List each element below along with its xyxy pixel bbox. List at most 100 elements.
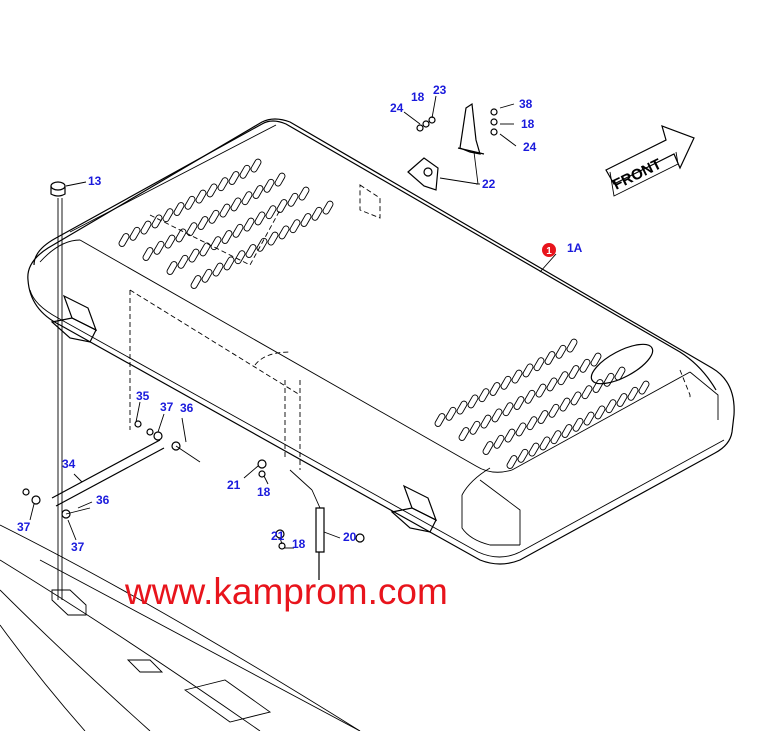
- vent-slot: [614, 366, 626, 381]
- vent-slot: [561, 424, 573, 438]
- vent-slot: [594, 405, 606, 420]
- vent-slot: [223, 256, 235, 271]
- vent-slot: [511, 369, 523, 384]
- vent-slot: [118, 233, 130, 247]
- vent-slot: [219, 203, 231, 218]
- floor-plate-small: [126, 659, 164, 673]
- floor-bracket: [51, 589, 87, 616]
- vent-slot: [572, 417, 584, 432]
- watermark-text: www.kamprom.com: [124, 571, 448, 612]
- vent-slot: [489, 382, 501, 396]
- roof-cover: [27, 118, 735, 565]
- callout-1A: 1A: [567, 241, 583, 255]
- callout-18-right: 18: [521, 117, 535, 131]
- vent-slot: [267, 231, 279, 246]
- vent-slot: [539, 436, 551, 451]
- vent-slot: [559, 397, 571, 412]
- vent-slot: [221, 230, 233, 244]
- vent-slot: [265, 205, 277, 220]
- floor-plate-large: [183, 679, 272, 723]
- callout-18-mid: 18: [257, 485, 271, 499]
- vent-slot: [274, 172, 286, 187]
- vent-slot: [256, 237, 268, 252]
- callout-35: 35: [136, 389, 150, 403]
- vent-slot: [212, 262, 224, 277]
- vent-slot: [491, 408, 503, 423]
- vent-slot: [175, 228, 187, 243]
- vent-slot: [570, 391, 582, 406]
- vent-slot: [482, 441, 494, 455]
- vent-slot: [513, 396, 525, 410]
- main-part-badge: 1: [542, 243, 556, 257]
- vent-slot: [550, 430, 562, 445]
- latch-assembly: [407, 102, 498, 191]
- vent-slot: [522, 363, 534, 378]
- vent-slot: [206, 183, 218, 198]
- vent-slot: [289, 219, 301, 234]
- vent-slot: [287, 192, 299, 207]
- vent-slot: [190, 275, 202, 289]
- vent-slot: [445, 406, 457, 421]
- vent-slot: [537, 410, 549, 424]
- vent-slot: [243, 217, 255, 232]
- vent-slot: [177, 254, 189, 269]
- badge-number: 1: [546, 246, 552, 257]
- vent-slot: [605, 399, 617, 414]
- callout-37-lower: 37: [71, 540, 85, 554]
- vent-slot: [311, 206, 323, 221]
- vent-slot: [250, 158, 262, 173]
- vent-slot: [217, 177, 229, 192]
- vent-slot: [533, 357, 545, 372]
- vent-slot: [603, 372, 615, 387]
- vent-slot: [458, 427, 470, 441]
- vent-slot: [210, 236, 222, 251]
- vent-slot: [548, 403, 560, 418]
- vent-slot: [627, 386, 639, 401]
- vent-slot: [228, 171, 240, 185]
- front-direction-arrow: FRONT: [605, 125, 695, 197]
- vent-slot: [140, 220, 152, 235]
- vent-slot: [524, 389, 536, 404]
- callout-21-upper: 21: [227, 478, 241, 492]
- vent-slot: [583, 411, 595, 426]
- vent-slot: [546, 377, 558, 392]
- vent-slot: [557, 371, 569, 386]
- callout-36-upper: 36: [180, 401, 194, 415]
- callout-38: 38: [519, 97, 533, 111]
- vent-slot: [590, 352, 602, 367]
- vent-slot: [581, 385, 593, 400]
- vent-slot: [592, 379, 604, 393]
- vent-slot: [555, 344, 567, 359]
- vent-slot: [164, 234, 176, 249]
- callout-34: 34: [62, 457, 76, 471]
- vent-slot: [166, 261, 178, 275]
- vent-slot: [568, 365, 580, 379]
- vent-slot: [526, 416, 538, 431]
- vent-slot: [278, 225, 290, 240]
- vent-slot: [276, 199, 288, 213]
- vent-slot: [616, 393, 628, 407]
- callout-18-top: 18: [411, 90, 425, 104]
- vent-slot: [234, 250, 246, 265]
- callout-20: 20: [343, 530, 357, 544]
- vent-slot: [469, 420, 481, 435]
- gas-spring-20: [289, 469, 365, 580]
- vent-slot: [467, 394, 479, 409]
- vent-slot: [195, 189, 207, 204]
- vent-slot: [579, 358, 591, 373]
- callout-21-lower: 21: [271, 529, 285, 543]
- vent-slot: [252, 185, 264, 199]
- vent-slots-front: [434, 338, 650, 469]
- vent-slot: [456, 400, 468, 415]
- vent-slot: [528, 442, 540, 457]
- callout-labels: 13 1A 24 18 23 38 18 24 22 35 37 36 34 3…: [17, 83, 583, 554]
- vent-slot: [197, 216, 209, 230]
- vent-slot: [480, 414, 492, 429]
- callout-24-right: 24: [523, 140, 537, 154]
- callout-36-lower: 36: [96, 493, 110, 507]
- vent-slot: [129, 226, 141, 241]
- vent-slot: [566, 338, 578, 353]
- inspection-window: [590, 343, 654, 385]
